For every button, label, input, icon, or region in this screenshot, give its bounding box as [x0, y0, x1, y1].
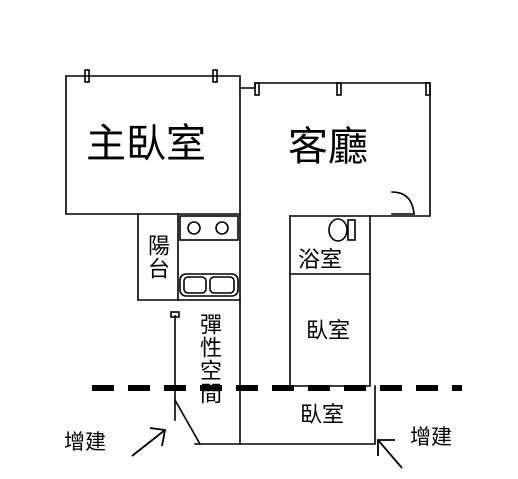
- arrow-right: [377, 439, 403, 469]
- room-label-bathroom: 浴室: [298, 248, 343, 273]
- window-living-left: [254, 82, 260, 96]
- lower-bedroom-walls: [194, 385, 376, 445]
- balcony-walls: [137, 213, 241, 301]
- stove: [179, 215, 239, 241]
- room-label-bedroom-1: 臥室: [306, 319, 351, 344]
- annotation-extension-left: 增建: [64, 430, 106, 454]
- window-master-left: [84, 69, 90, 83]
- room-label-bedroom-2: 臥室: [300, 403, 345, 428]
- extension-arrows: [131, 427, 403, 469]
- entry-door-swing: [391, 191, 415, 215]
- room-label-living-room: 客廳: [288, 124, 368, 170]
- window-master-right: [212, 69, 218, 83]
- living-room-walls: [239, 82, 431, 217]
- window-living-mid: [336, 82, 342, 96]
- room-label-flexible-space: 彈性空間: [196, 313, 221, 405]
- toilet: [328, 218, 348, 242]
- room-label-master-bedroom: 主臥室: [86, 121, 206, 167]
- bedroom-block-walls: [289, 215, 371, 387]
- room-label-balcony: 陽台: [144, 234, 169, 280]
- sink: [179, 273, 239, 297]
- arrow-left: [131, 427, 167, 457]
- window-living-right: [425, 82, 431, 96]
- annotation-extension-right: 增建: [410, 425, 452, 449]
